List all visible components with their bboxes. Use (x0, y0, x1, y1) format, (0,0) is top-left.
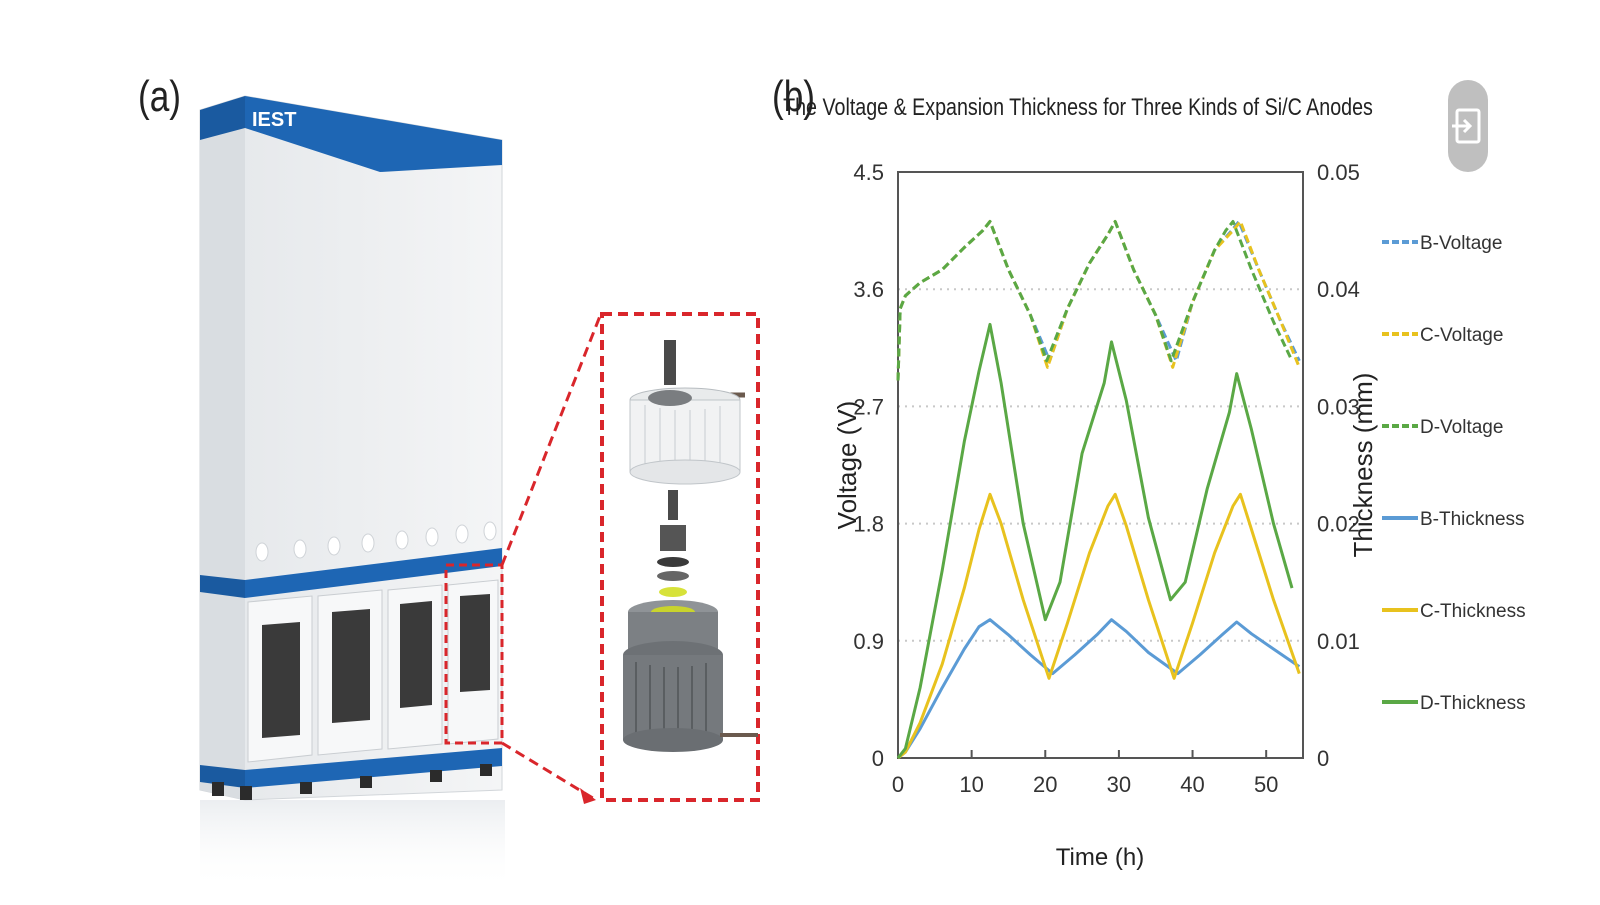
chart-series (896, 220, 1301, 760)
legend-label: C-Voltage (1420, 325, 1503, 346)
series-line-d-thickness (896, 322, 1294, 759)
instrument-illustration: IEST (199, 95, 760, 890)
brand-logo: IEST (252, 109, 296, 131)
highlight-box (444, 563, 504, 745)
x-tick-label: 50 (1254, 772, 1278, 797)
exit-icon (1452, 108, 1481, 144)
panel-a-label: (a) (138, 72, 182, 121)
chart-grid (898, 288, 1303, 642)
y-tick-label: 0 (872, 746, 884, 771)
series-line-c-voltage (896, 220, 1301, 381)
y-tick-label: 1.8 (853, 512, 884, 537)
legend-label: D-Voltage (1420, 417, 1503, 438)
x-tick-label: 40 (1180, 772, 1204, 797)
series-line-b-voltage (896, 220, 1301, 381)
x-tick-label: 30 (1107, 772, 1131, 797)
chamber-doors (247, 579, 499, 763)
y2-tick-label: 0.01 (1317, 629, 1360, 654)
legend-label: C-Thickness (1420, 601, 1526, 622)
instrument-cabinet: IEST (199, 95, 503, 801)
y2-tick-label: 0 (1317, 746, 1329, 771)
y-tick-label: 4.5 (853, 160, 884, 185)
exit-button[interactable] (1448, 80, 1488, 172)
y2-axis-label: Thickness (mm) (1348, 373, 1378, 558)
series-line-b-thickness (897, 618, 1301, 760)
series-line-c-thickness (897, 492, 1301, 760)
x-tick-label: 20 (1033, 772, 1057, 797)
y-tick-label: 3.6 (853, 277, 884, 302)
x-tick-label: 0 (892, 772, 904, 797)
plot-frame (897, 171, 1304, 759)
y-tick-label: 2.7 (853, 394, 884, 419)
y2-tick-label: 0.02 (1317, 512, 1360, 537)
legend-label: B-Thickness (1420, 509, 1525, 530)
y2-tick-label: 0.03 (1317, 394, 1360, 419)
cabinet-feet (212, 764, 492, 800)
knob-row (255, 521, 497, 562)
x-axis-label: Time (h) (1056, 844, 1144, 871)
legend-label: D-Thickness (1420, 693, 1526, 714)
cabinet-top-band (245, 96, 502, 172)
y-tick-label: 0.9 (853, 629, 884, 654)
chart-ticks: 0 0.9 1.8 2.7 3.6 4.5 0 0.01 0.02 0.03 0.04 0.05 0 10… (853, 160, 1359, 797)
y2-tick-label: 0.05 (1317, 160, 1360, 185)
panel-b-label: (b) (772, 72, 816, 121)
y-axis-label: Voltage (V) (832, 401, 862, 530)
legend-label: B-Voltage (1420, 233, 1502, 254)
floor-reflection (200, 800, 505, 890)
series-line-d-voltage (896, 220, 1294, 381)
panel-a-instrument: (a) IEST (0, 0, 780, 900)
test-cell-exploded-view (623, 340, 758, 752)
chart-title: The Voltage & Expansion Thickness for Th… (783, 93, 1373, 120)
y2-tick-label: 0.04 (1317, 277, 1360, 302)
x-tick-label: 10 (959, 772, 983, 797)
chart-legend: B-VoltageC-VoltageD-VoltageB-ThicknessC-… (1382, 233, 1526, 714)
